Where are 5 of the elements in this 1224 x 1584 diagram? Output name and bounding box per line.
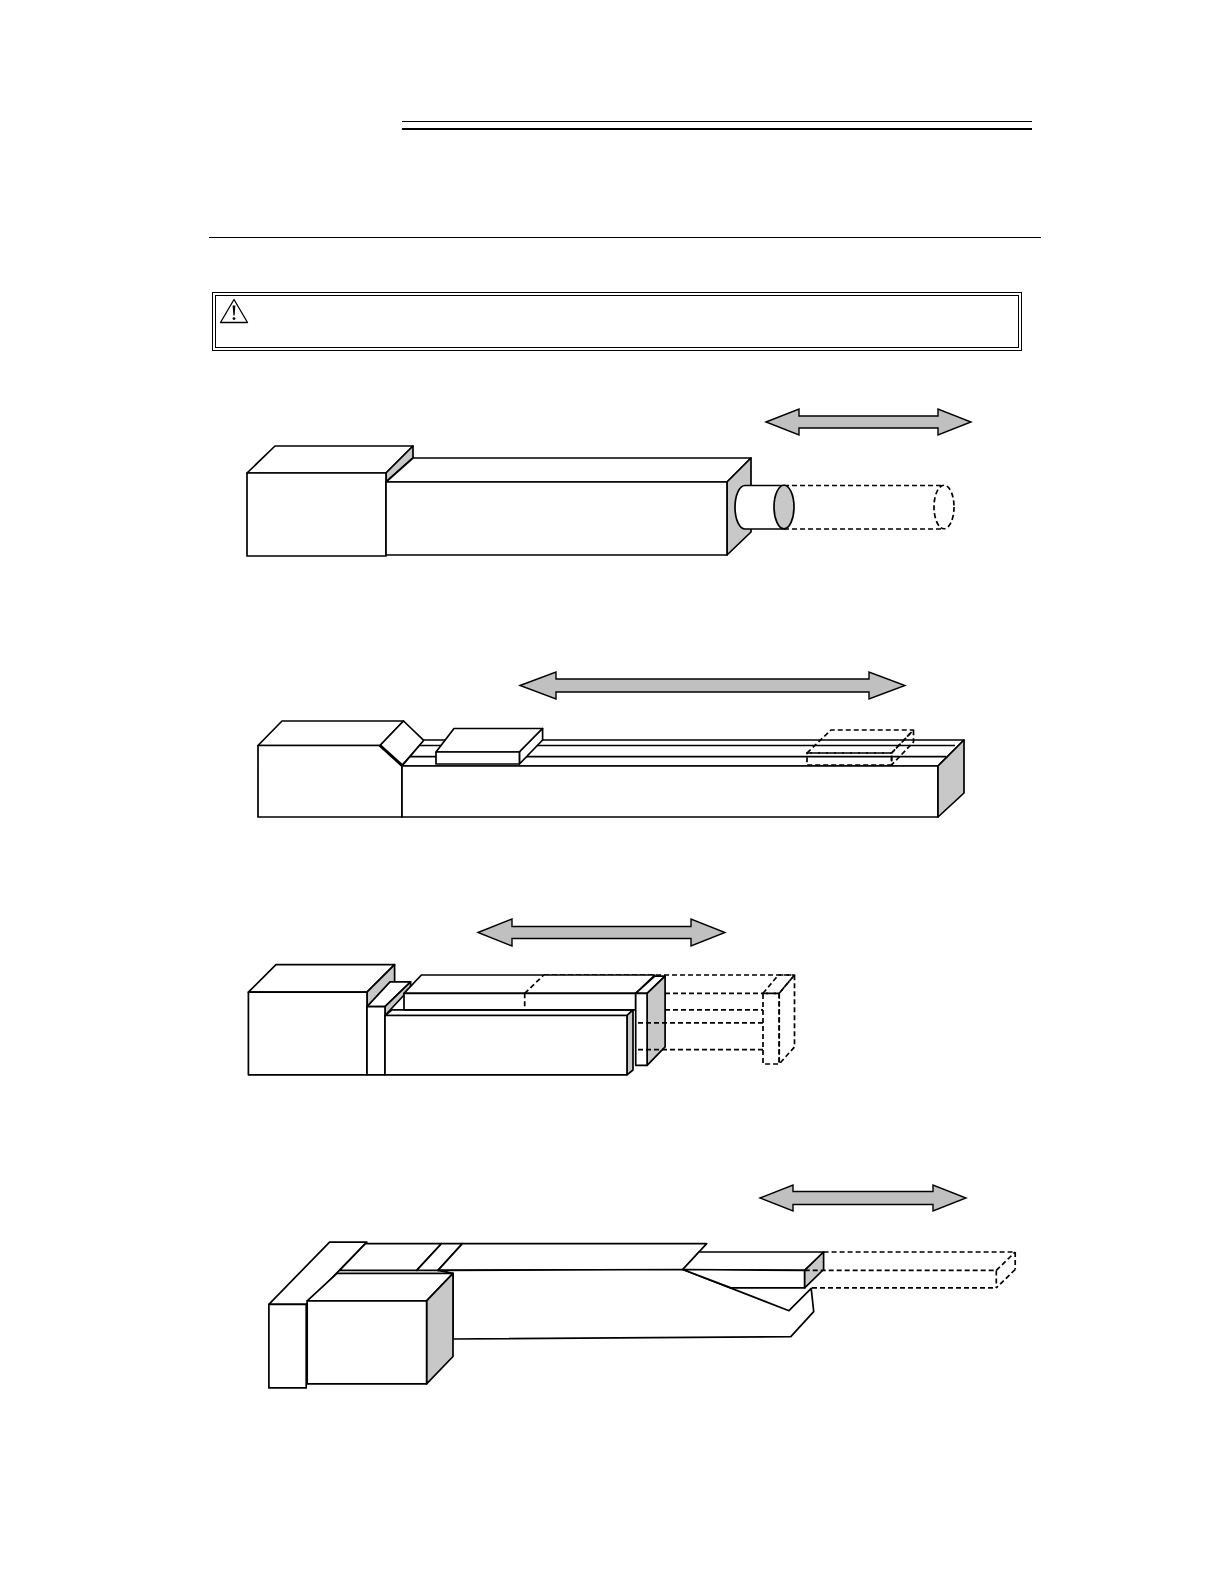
slider-actuator-drawing xyxy=(254,717,968,821)
caution-box xyxy=(212,292,1022,351)
table-actuator-drawing xyxy=(245,962,798,1078)
rod-actuator-drawing xyxy=(244,442,956,560)
reversed-motor-actuator-drawing xyxy=(266,1240,1018,1391)
